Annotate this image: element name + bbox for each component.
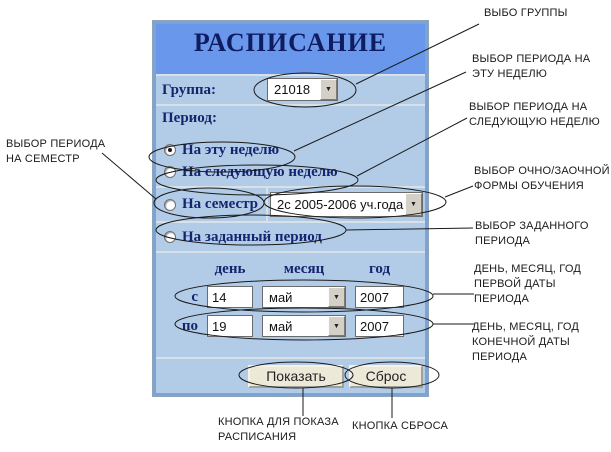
radio-next-week-label: На следующую неделю	[182, 163, 338, 180]
radio-this-week-label: На эту неделю	[182, 141, 280, 158]
semester-row: На семестр 2с 2005-2006 уч.года ▼	[156, 188, 425, 221]
radio-semester-label: На семестр	[182, 196, 259, 212]
to-year-input[interactable]	[355, 315, 404, 337]
from-label: с	[191, 288, 198, 305]
from-month-value: май	[269, 289, 293, 305]
radio-button-icon[interactable]	[164, 198, 176, 211]
group-row: Группа: 21018 ▼	[156, 76, 425, 104]
from-year-input[interactable]	[355, 286, 404, 308]
chevron-down-icon[interactable]: ▼	[405, 193, 422, 216]
spacer	[178, 261, 198, 279]
month-header: месяц	[283, 261, 325, 277]
to-day-input[interactable]	[207, 315, 253, 337]
to-month-select[interactable]: май ▼	[262, 315, 346, 337]
from-month-select[interactable]: май ▼	[262, 286, 346, 308]
show-button[interactable]: Показать	[248, 364, 344, 388]
callout-end-date: ДЕНЬ, МЕСЯЦ, ГОД КОНЕЧНОЙ ДАТЫ ПЕРИОДА	[472, 321, 580, 363]
line-study-form	[444, 185, 474, 198]
chevron-down-icon[interactable]: ▼	[320, 79, 337, 100]
semester-select-value: 2с 2005-2006 уч.года	[277, 197, 404, 212]
line-semester	[101, 152, 157, 200]
panel-rows: РАСПИСАНИЕ Группа: 21018 ▼ Период: На эт…	[156, 24, 425, 393]
period-row: Период: На эту неделю На следующую недел…	[156, 106, 425, 186]
from-day-input[interactable]	[207, 286, 253, 308]
group-select[interactable]: 21018 ▼	[267, 78, 338, 101]
callout-study-form: ВЫБОР ОЧНО/ЗАОЧНОЙ ФОРМЫ ОБУЧЕНИЯ	[474, 165, 610, 192]
radio-next-week[interactable]: На следующую неделю	[162, 162, 425, 182]
day-header: день	[214, 261, 246, 277]
group-label: Группа:	[162, 81, 217, 98]
semester-select-cell: 2с 2005-2006 уч.года ▼	[268, 188, 425, 221]
buttons-row: Показать Сброс	[156, 359, 425, 393]
callout-next-week: ВЫБОР ПЕРИОДА НА СЛЕДУЮЩУЮ НЕДЕЛЮ	[469, 101, 600, 128]
to-label: по	[181, 317, 198, 334]
callout-group: ВЫБО ГРУППЫ	[484, 7, 568, 19]
chevron-down-icon[interactable]: ▼	[328, 287, 345, 307]
panel-header: РАСПИСАНИЕ	[156, 24, 425, 74]
callout-first-date: ДЕНЬ, МЕСЯЦ, ГОД ПЕРВОЙ ДАТЫ ПЕРИОДА	[474, 263, 582, 305]
radio-button-icon[interactable]	[164, 166, 176, 178]
callout-show-button: КНОПКА ДЛЯ ПОКАЗА РАСПИСАНИЯ	[218, 416, 339, 443]
schedule-panel: РАСПИСАНИЕ Группа: 21018 ▼ Период: На эт…	[152, 20, 429, 397]
radio-this-week[interactable]: На эту неделю	[162, 140, 425, 160]
callout-semester: ВЫБОР ПЕРИОДА НА СЕМЕСТР	[6, 138, 106, 165]
group-select-value: 21018	[274, 82, 311, 97]
radio-semester[interactable]: На семестр	[156, 188, 266, 221]
reset-button[interactable]: Сброс	[349, 364, 423, 388]
callout-custom-period: ВЫБОР ЗАДАННОГО ПЕРИОДА	[475, 220, 589, 247]
dates-row: день месяц год с май ▼ по май ▼	[156, 253, 425, 357]
radio-button-icon[interactable]	[164, 144, 176, 156]
semester-select[interactable]: 2с 2005-2006 уч.года ▼	[270, 192, 423, 217]
year-header: год	[368, 261, 391, 277]
radio-button-icon[interactable]	[164, 231, 176, 243]
radio-custom-period[interactable]: На заданный период	[156, 223, 425, 251]
period-label: Период:	[162, 110, 217, 126]
callout-this-week: ВЫБОР ПЕРИОДА НА ЭТУ НЕДЕЛЮ	[472, 53, 591, 80]
page-title: РАСПИСАНИЕ	[193, 28, 388, 57]
to-month-value: май	[269, 318, 293, 334]
chevron-down-icon[interactable]: ▼	[328, 316, 345, 336]
radio-custom-period-label: На заданный период	[182, 228, 322, 245]
callout-reset-button: КНОПКА СБРОСА	[352, 420, 449, 432]
